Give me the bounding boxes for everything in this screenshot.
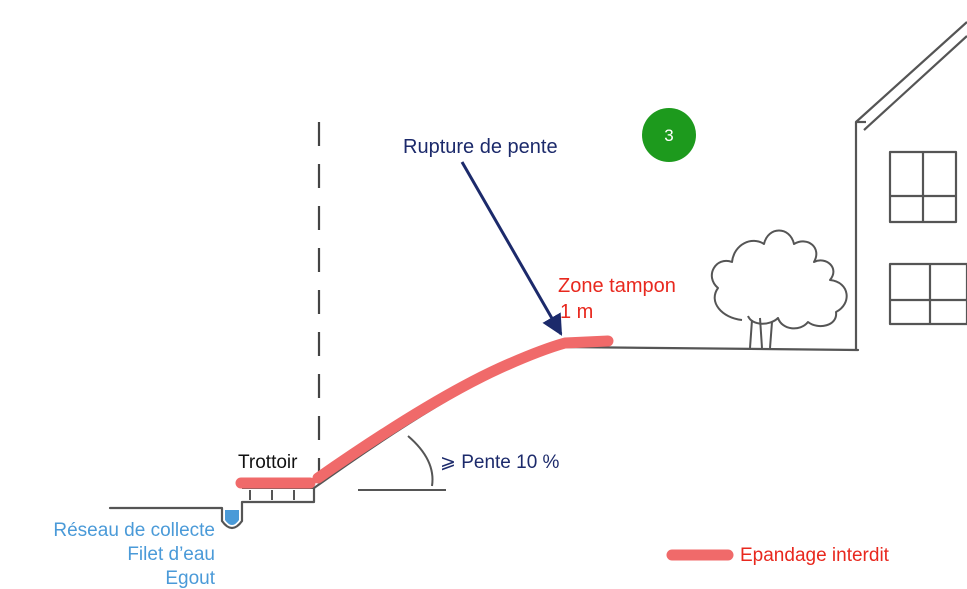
step-number-badge: 3 — [642, 108, 696, 162]
pente-label: ⩾ Pente 10 % — [440, 452, 560, 473]
zone-tampon-label: Zone tampon — [558, 275, 676, 297]
forbidden-zone-band — [235, 335, 614, 489]
step-number-text: 3 — [664, 126, 673, 145]
house-icon — [854, 21, 967, 350]
legend: Epandage interdit — [666, 545, 890, 566]
filet-eau-label: Filet d’eau — [127, 544, 215, 565]
sidewalk-blocks — [242, 487, 314, 500]
zone-tampon-width-label: 1 m — [560, 301, 593, 323]
gutter-water — [225, 510, 239, 525]
tree-icon — [711, 229, 848, 349]
rupture-label: Rupture de pente — [403, 136, 558, 158]
egout-label: Egout — [165, 568, 215, 589]
slope-angle-indicator — [358, 435, 446, 491]
rupture-arrow — [460, 161, 563, 336]
legend-label: Epandage interdit — [740, 545, 890, 566]
trottoir-label: Trottoir — [238, 452, 298, 473]
reseau-label: Réseau de collecte — [53, 520, 215, 541]
